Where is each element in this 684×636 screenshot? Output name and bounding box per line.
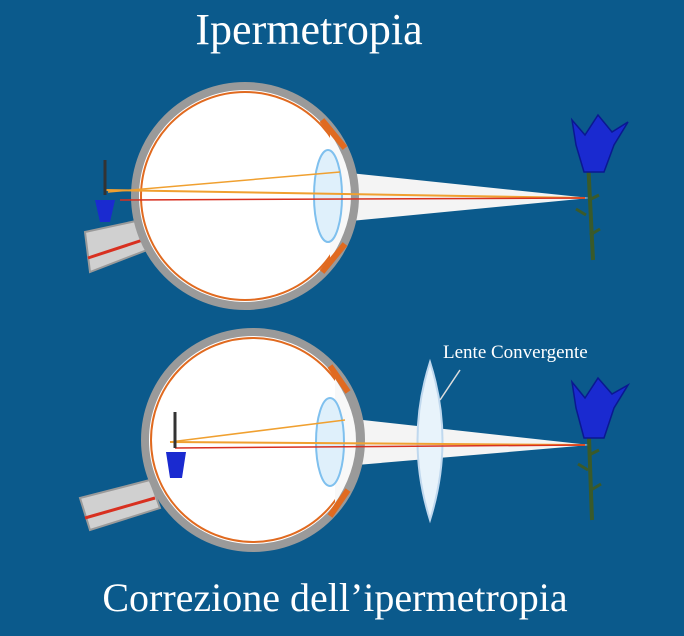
page-subtitle: Correzione dell’ipermetropia: [102, 575, 568, 620]
object-flower-bottom-icon: [570, 376, 631, 521]
crystalline-lens-bottom: [315, 397, 345, 487]
eyeball-bottom: [141, 328, 365, 552]
optic-nerve-bottom: [78, 478, 162, 532]
lens-label: Lente Convergente: [443, 342, 588, 363]
crystalline-lens-top: [313, 149, 343, 243]
image-flower-top-icon: [95, 160, 115, 222]
eye-bottom-icon: [78, 328, 631, 552]
image-flower-bottom-icon: [166, 412, 186, 478]
lens-label-pointer: [439, 369, 461, 401]
page-title: Ipermetropia: [195, 5, 423, 54]
eyeball-top: [131, 82, 359, 310]
eye-top-icon: [83, 82, 629, 310]
converging-lens-icon: [416, 358, 444, 524]
object-flower-top-icon: [570, 113, 629, 261]
light-cone-bottom: [345, 418, 590, 466]
